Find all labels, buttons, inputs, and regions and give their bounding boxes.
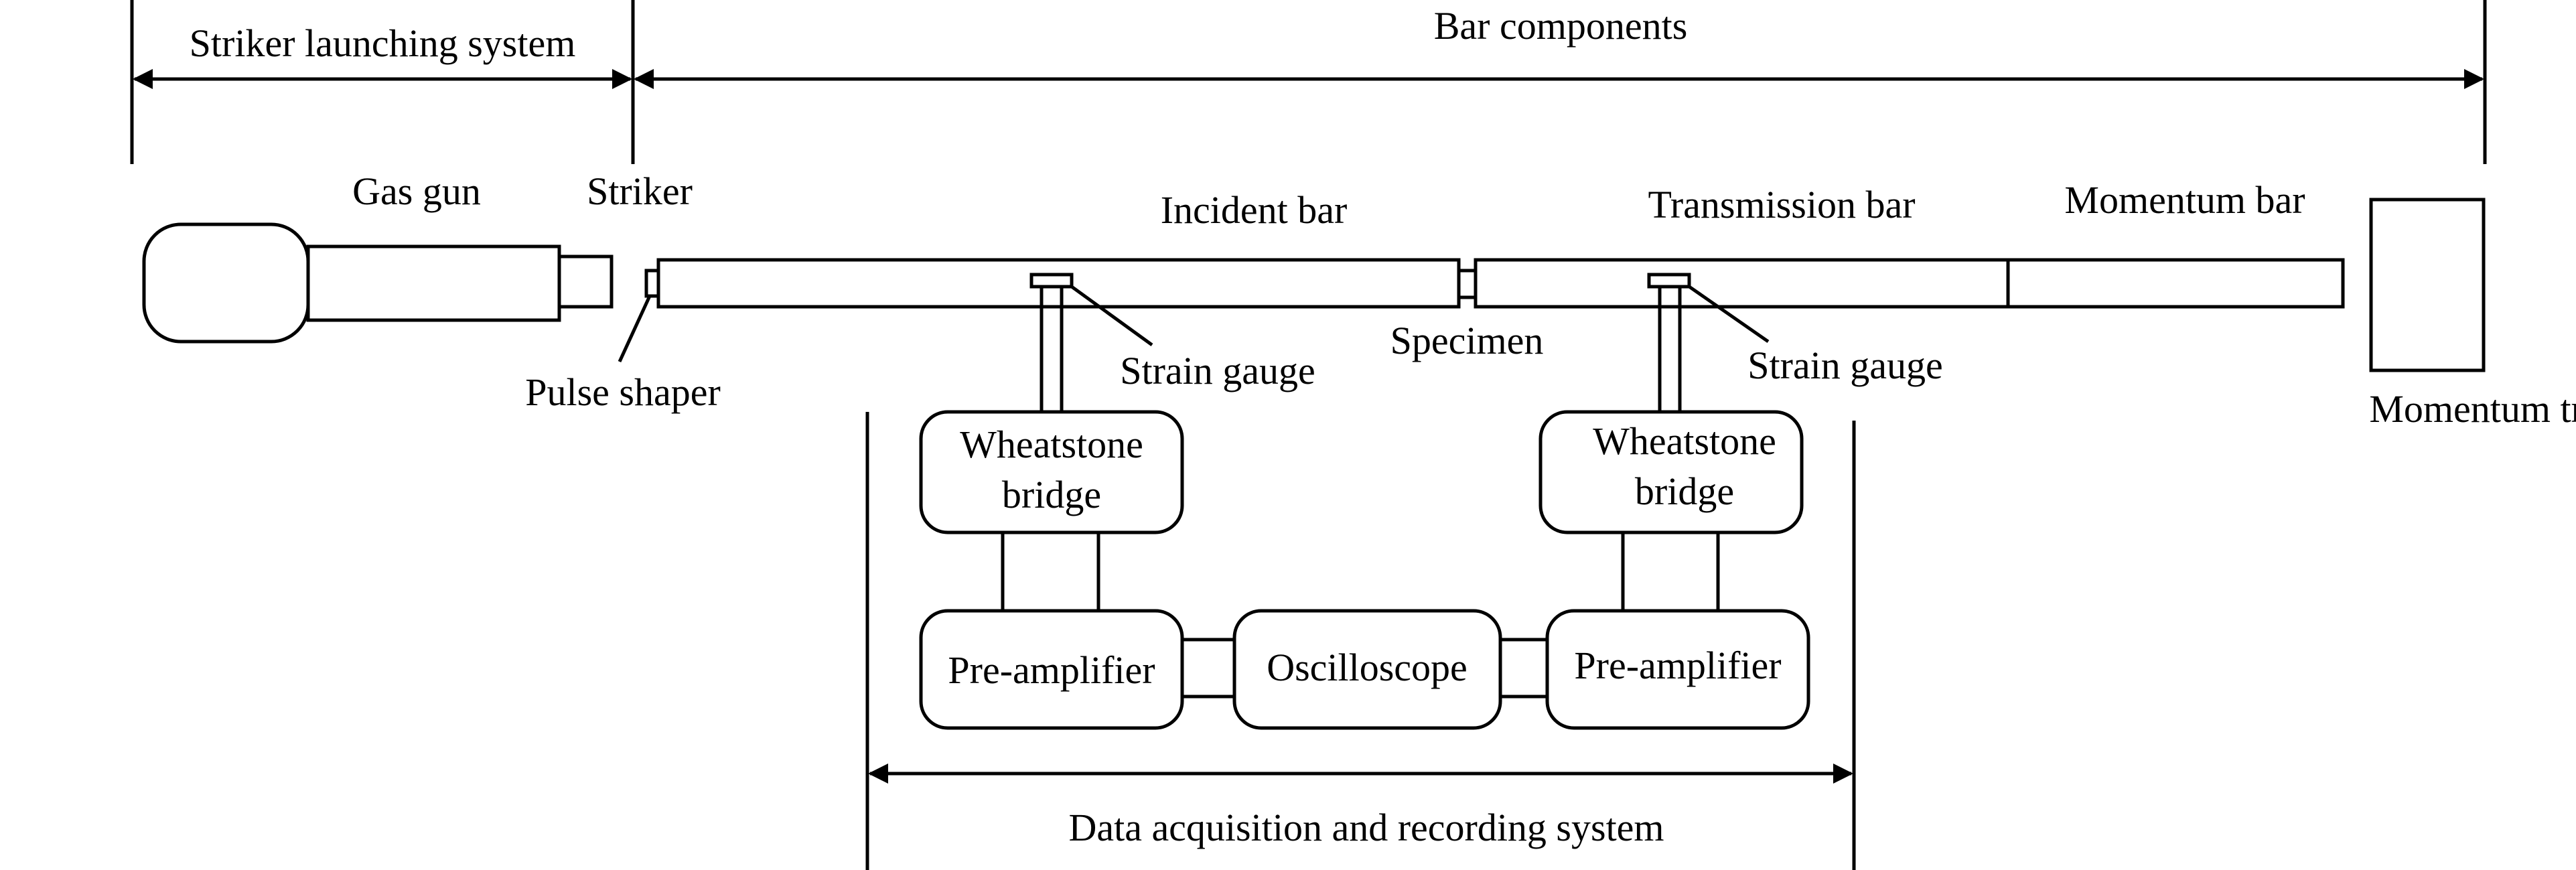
data-acquisition-label: Data acquisition and recording system (1068, 806, 1664, 849)
pulse-shaper-leader (618, 295, 652, 363)
striker-label: Striker (587, 169, 693, 213)
wheatstone-bridge-left-line1: Wheatstone (960, 423, 1143, 466)
pulse-shaper (644, 269, 660, 298)
pre-amplifier-right-label: Pre-amplifier (1574, 644, 1781, 687)
pre-amplifier-right (1545, 609, 1810, 730)
pulse-shaper-label: Pulse shaper (525, 370, 721, 414)
transmission-bar-label: Transmission bar (1648, 183, 1915, 226)
striker-launching-system-label: Striker launching system (190, 21, 576, 65)
preamp-oscilloscope-connectors (1182, 638, 1547, 699)
strain-gauge-transmission-leader (1688, 285, 1770, 344)
oscilloscope (1232, 609, 1502, 730)
gas-gun-label: Gas gun (352, 169, 481, 213)
strain-gauge-incident (1029, 273, 1074, 289)
momentum-trap-label: Momentum trap (2369, 387, 2576, 431)
wheatstone-bridge-left (919, 410, 1184, 534)
gauge-wires (1040, 287, 1682, 411)
momentum-bar (2006, 258, 2345, 309)
oscilloscope-label: Oscilloscope (1267, 646, 1468, 689)
data-acquisition-boundaries (865, 412, 1856, 870)
strain-gauge-incident-label: Strain gauge (1120, 349, 1315, 392)
gas-gun-chamber (142, 222, 310, 344)
incident-bar-label: Incident bar (1161, 188, 1348, 232)
strain-gauge-transmission-label: Strain gauge (1747, 344, 1943, 387)
strain-gauge-incident-leader (1070, 285, 1153, 347)
specimen-label: Specimen (1390, 319, 1544, 362)
momentum-bar-label: Momentum bar (2064, 178, 2305, 222)
momentum-trap (2369, 198, 2486, 372)
transmission-bar (1474, 258, 2010, 309)
section-boundaries (130, 0, 2487, 164)
bar-components-label: Bar components (1434, 4, 1688, 48)
wheatstone-bridge-right-line2: bridge (1635, 469, 1734, 513)
strain-gauge-transmission (1647, 273, 1691, 289)
striker (557, 255, 614, 309)
wheatstone-bridge-right-line1: Wheatstone (1593, 419, 1776, 463)
specimen (1457, 269, 1478, 299)
pre-amplifier-left (919, 609, 1184, 730)
wheatstone-bridge-right (1539, 410, 1804, 534)
gas-gun-barrel (306, 244, 561, 322)
wheatstone-bridge-left-line2: bridge (1002, 473, 1101, 516)
bridge-preamp-wires (1001, 532, 1720, 611)
pre-amplifier-left-label: Pre-amplifier (948, 648, 1155, 692)
